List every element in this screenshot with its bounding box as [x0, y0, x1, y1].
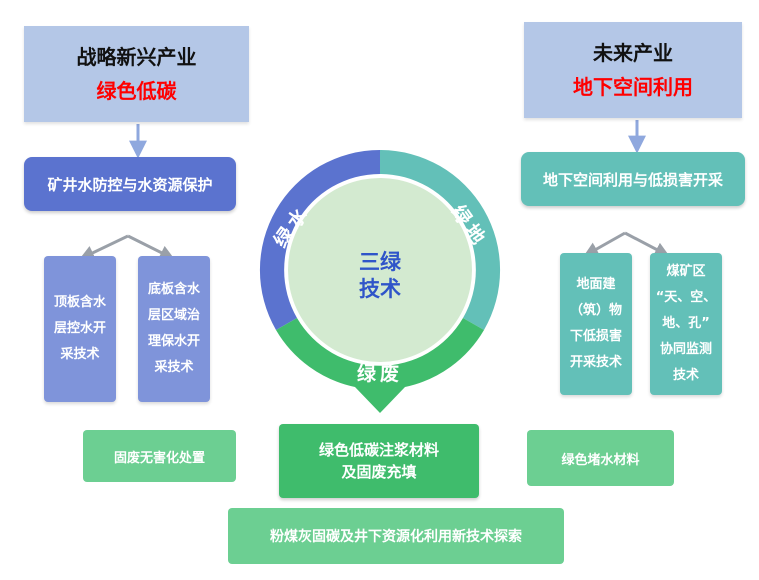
mine-water-protection-label: 矿井水防控与水资源保护: [47, 175, 213, 194]
surface-building-line-4: 开采技术: [569, 355, 622, 370]
future-industry-box: 未来产业 地下空间利用: [524, 22, 742, 118]
monitoring-box: 煤矿区 “天、空、 地、孔” 协同监测 技术: [650, 253, 722, 395]
ring-segment-waste: [276, 318, 484, 413]
floor-aquifer-line-2: 层区域治: [147, 308, 200, 323]
monitoring-line-4: 协同监测: [659, 342, 712, 357]
strategic-industry-box: 战略新兴产业 绿色低碳: [24, 26, 249, 122]
solid-waste-label: 固废无害化处置: [113, 450, 205, 466]
grouting-material-line-1: 绿色低碳注浆材料: [318, 441, 439, 459]
underground-space-box: 地下空间利用与低损害开采: [521, 152, 745, 206]
fly-ash-label: 粉煤灰固碳及井下资源化利用新技术探索: [270, 529, 522, 545]
monitoring-line-5: 技术: [672, 368, 699, 383]
ring-label-waste: 绿废: [357, 362, 403, 385]
monitoring-line-2: “天、空、: [655, 290, 717, 305]
underground-space-label: 地下空间利用与低损害开采: [542, 170, 723, 189]
surface-building-box: 地面建 （筑）物 下低损害 开采技术: [560, 253, 632, 395]
ring-center-circle: [288, 178, 472, 362]
grouting-material-box: 绿色低碳注浆材料 及固废充填: [279, 424, 479, 498]
solid-waste-box: 固废无害化处置: [83, 430, 236, 482]
water-block-material-label: 绿色堵水材料: [561, 452, 640, 468]
ring-segment-water: [259, 149, 380, 330]
water-block-material-box: 绿色堵水材料: [527, 430, 674, 486]
fly-ash-box: 粉煤灰固碳及井下资源化利用新技术探索: [228, 508, 564, 564]
strategic-industry-subtitle: 绿色低碳: [96, 79, 177, 103]
surface-building-line-3: 下低损害: [569, 329, 622, 344]
strategic-industry-title: 战略新兴产业: [76, 45, 197, 69]
three-green-ring: 三绿 技术 绿水 绿地 绿废: [259, 149, 501, 413]
arrow-left-sub-1: [79, 234, 129, 260]
monitoring-line-1: 煤矿区: [666, 264, 706, 279]
floor-aquifer-line-3: 理保水开: [147, 334, 200, 349]
mine-water-protection-box: 矿井水防控与水资源保护: [24, 157, 236, 211]
monitoring-line-3: 地、孔”: [662, 316, 710, 331]
floor-aquifer-line-1: 底板含水: [147, 282, 200, 297]
future-industry-title: 未来产业: [593, 41, 673, 65]
grouting-material-line-2: 及固废充填: [341, 463, 417, 481]
future-industry-subtitle: 地下空间利用: [573, 75, 693, 99]
roof-aquifer-line-2: 层控水开: [53, 321, 106, 336]
ring-center-line-1: 三绿: [359, 250, 402, 274]
floor-aquifer-line-4: 采技术: [154, 360, 194, 375]
arrow-right-sub-2: [624, 231, 670, 257]
arrow-left-sub-2: [127, 234, 175, 260]
ring-center-line-2: 技术: [359, 277, 401, 301]
surface-building-line-2: （筑）物: [569, 303, 622, 318]
roof-aquifer-box: 顶板含水 层控水开 采技术: [44, 256, 116, 402]
arrow-right-sub-1: [583, 231, 626, 257]
ring-segment-land: [380, 149, 501, 330]
surface-building-line-1: 地面建: [576, 277, 616, 292]
roof-aquifer-line-3: 采技术: [60, 347, 100, 362]
floor-aquifer-box: 底板含水 层区域治 理保水开 采技术: [138, 256, 210, 402]
roof-aquifer-line-1: 顶板含水: [53, 295, 106, 310]
